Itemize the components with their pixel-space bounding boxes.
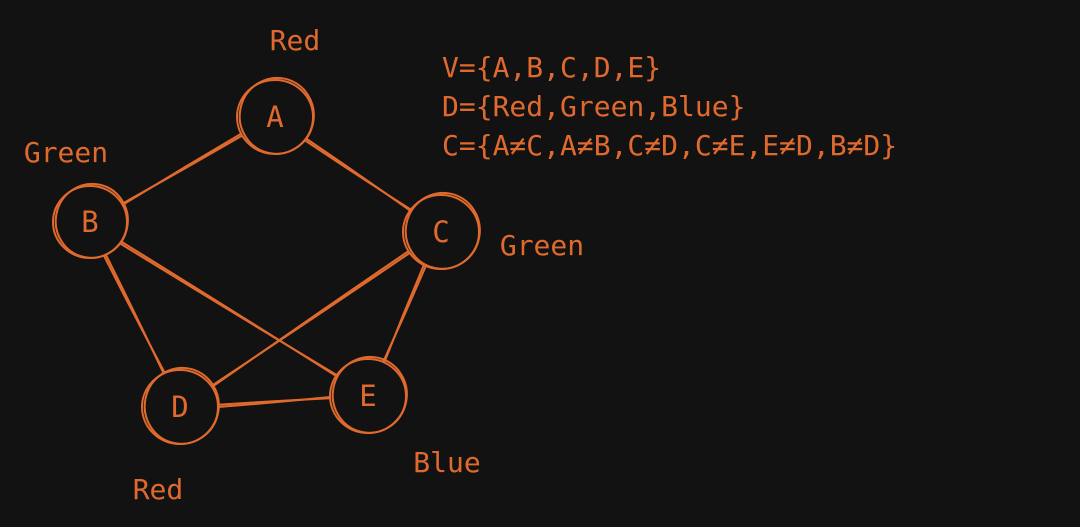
edge-C-D <box>210 250 411 388</box>
edge-A-B <box>121 132 243 206</box>
node-B: B <box>52 182 129 259</box>
edge-stroke <box>103 255 166 374</box>
node-circle-sketch <box>143 366 220 445</box>
node-A: A <box>236 76 315 155</box>
edge-B-D <box>103 254 166 374</box>
node-E: E <box>329 355 408 434</box>
color-label-A: Red <box>270 24 321 57</box>
definition-constraints: C={A≠C,A≠B,C≠D,C≠E,E≠D,B≠D} <box>442 129 897 162</box>
node-C: C <box>402 191 481 270</box>
edges-layer <box>103 132 427 408</box>
edge-A-C <box>303 137 412 212</box>
color-label-B: Green <box>24 136 108 169</box>
node-label: D <box>171 390 188 424</box>
node-label: B <box>81 205 98 239</box>
node-circle-sketch <box>54 182 129 259</box>
edge-stroke <box>211 250 410 388</box>
definition-domain: D={Red,Green,Blue} <box>442 90 745 123</box>
edge-B-E <box>119 240 338 377</box>
edge-C-E <box>382 264 427 363</box>
edge-stroke <box>121 132 242 206</box>
edge-stroke <box>383 264 425 363</box>
node-D: D <box>141 366 220 445</box>
node-circle-sketch <box>238 76 315 155</box>
node-label: E <box>359 379 376 413</box>
edge-stroke <box>119 242 338 376</box>
definition-variables: V={A,B,C,D,E} <box>442 51 661 84</box>
node-circle-sketch <box>404 191 481 270</box>
edge-stroke <box>217 396 331 408</box>
nodes-layer: A B C D E <box>52 76 481 445</box>
definitions-block: V={A,B,C,D,E} D={Red,Green,Blue} C={A≠C,… <box>442 51 897 162</box>
node-label: C <box>432 215 449 249</box>
color-label-C: Green <box>500 229 584 262</box>
edge-stroke <box>303 139 412 211</box>
color-label-D: Red <box>133 473 184 506</box>
node-label: A <box>266 100 283 134</box>
node-circle-sketch <box>331 355 408 434</box>
edge-D-E <box>216 396 332 408</box>
color-label-E: Blue <box>413 446 480 479</box>
